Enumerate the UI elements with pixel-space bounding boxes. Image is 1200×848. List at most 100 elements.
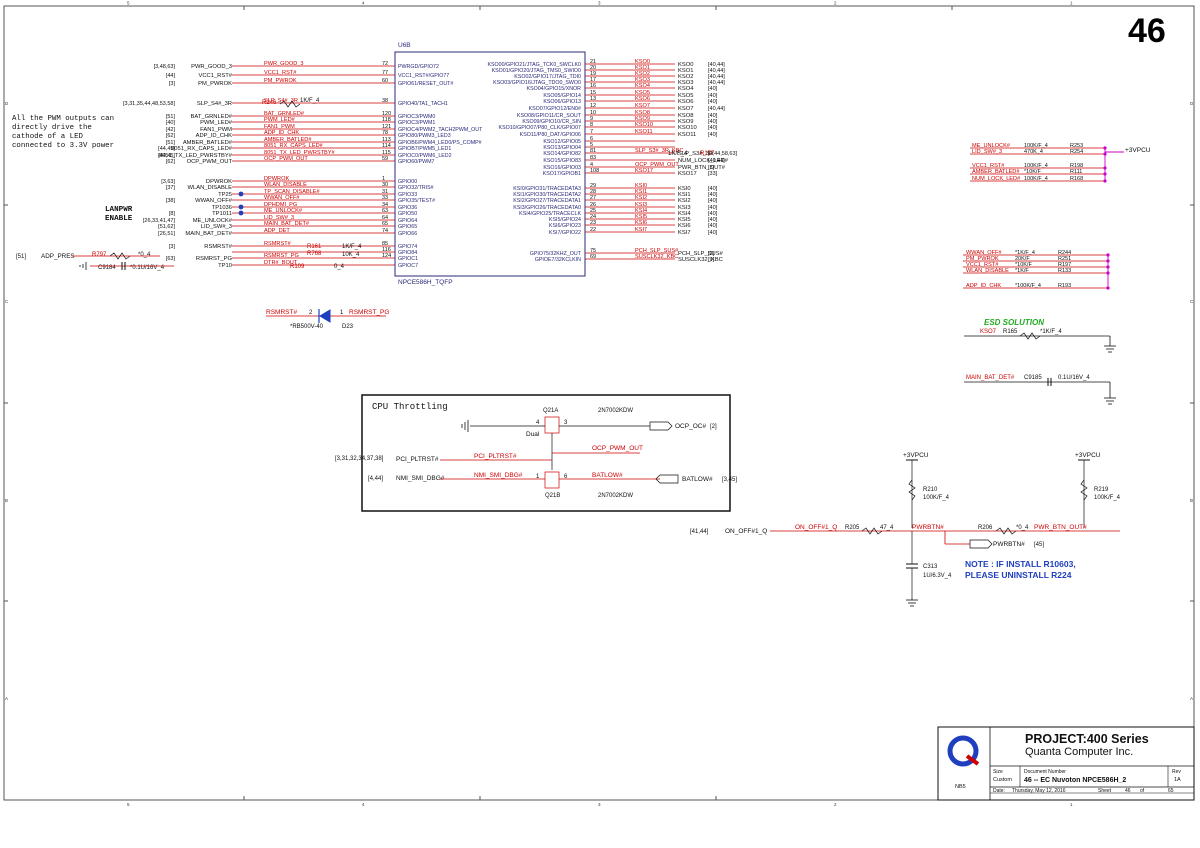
left-pin-label: RSMRST_PG (196, 256, 233, 262)
right-pin-function: KSO11/P80_DAT/GPIO06 (520, 132, 581, 138)
right-pin-function: KSI2/GPIO27/TRACEDATA1 (513, 198, 581, 204)
left-pin-label: BAT_GRNLED# (191, 114, 233, 120)
right-pin-function: GPIO75/32KHZ_OUT (530, 251, 582, 257)
r109-val: 0_4 (334, 264, 345, 270)
right-pin-number: 12 (590, 103, 596, 109)
right-pin-number: 10 (590, 110, 596, 116)
left-pin-refs: [3] (169, 244, 176, 250)
network-net: NUM_LOCK_LED# (972, 176, 1021, 182)
right-pin-refs: [40] (708, 223, 718, 229)
left-pin-refs: [51] (166, 114, 176, 120)
throttle-ocp-pwm-out: OCP_PWM_OUT (592, 445, 643, 452)
r177-ref: R177 (700, 151, 715, 157)
left-pin-function: GPIO36 (398, 205, 417, 211)
right-pin-net: KSO6 (635, 96, 650, 102)
left-pin-net: AMBER_BATLED# (264, 137, 312, 143)
d23-pin1: 1 (340, 310, 344, 316)
esd-net: KSO7 (980, 329, 997, 335)
right-pin-net: KSI1 (635, 189, 647, 195)
right-pin-net: SLP_S3#_3R_KBC (635, 148, 684, 154)
ocp-oc-label: OCP_OC# (675, 423, 706, 430)
left-pin-label: WWAN_OFF# (195, 198, 233, 204)
border-row-label-left: D (5, 101, 9, 106)
right-pin-number: 23 (590, 220, 596, 226)
network-junction (1103, 172, 1107, 176)
network2-junction (1106, 286, 1110, 290)
left-pin-function: GPIO35/TEST# (398, 198, 435, 204)
left-pin-refs: [3,48,63] (154, 64, 176, 70)
d23-net-a: RSMRST# (266, 309, 297, 316)
right-pin-number: 9 (590, 116, 593, 122)
left-pin-number: 78 (382, 130, 388, 136)
right-pin-net: KSO8 (635, 110, 650, 116)
right-pin-net: KSO2 (635, 71, 650, 77)
on-off-ref: [41,44] (690, 529, 709, 535)
left-pin-function: GPIOC1 (398, 256, 418, 262)
r768-val: 10K_4 (342, 252, 360, 258)
left-pin-net: PWR_GOOD_3 (264, 61, 303, 67)
border-col-label-bottom: 3 (598, 802, 601, 807)
r205-ref: R205 (845, 525, 860, 531)
logo-text: NB5 (955, 784, 966, 790)
r177-val: 1K/F_4 (668, 151, 688, 157)
c9184-val: *0.1U/16V_4 (130, 265, 165, 271)
left-pin-label: PWM_LED# (200, 120, 233, 126)
border-col-label-bottom: 2 (834, 802, 837, 807)
right-pin-refs: [40,44] (708, 74, 725, 80)
left-pin-number: 116 (382, 247, 391, 253)
left-pin-function: PWRGD/GPIO72 (398, 64, 439, 70)
right-pin-refs: [40] (708, 186, 718, 192)
left-pin-number: 30 (382, 182, 388, 188)
network-value: 100K/F_4 (1024, 163, 1048, 169)
border-col-label-bottom: 4 (362, 802, 365, 807)
border-col-label-bottom: 5 (127, 802, 130, 807)
border-col-label-top: 1 (1070, 1, 1073, 6)
left-pin-label: FAN1_PWM (200, 127, 232, 133)
esd-part: KSO7 R165 *1K/F_4 (964, 329, 1116, 353)
right-pin-label: PWR_BTN_OUT# (678, 165, 726, 171)
right-pin-net: KSO0 (635, 59, 650, 65)
right-pin-label: KSO9 (678, 119, 693, 125)
right-pin-label: KSO3 (678, 80, 693, 86)
right-pin-net: KSI4 (635, 208, 647, 214)
right-pin-number: 69 (590, 254, 596, 260)
esd-val: *1K/F_4 (1040, 329, 1062, 335)
right-pin-label: KSO8 (678, 113, 693, 119)
right-pin-label: KSI5 (678, 217, 691, 223)
left-pin-label: DPWROK (206, 179, 232, 185)
left-pin-refs: [26,51] (158, 231, 175, 237)
left-pin-net: ADP_ID_CHK (264, 130, 299, 136)
left-pin-number: 121 (382, 124, 391, 130)
left-pin-number: 60 (382, 78, 388, 84)
left-pin-label: PWR_GOOD_3 (191, 64, 232, 70)
left-pin-function: GPIO65 (398, 224, 417, 230)
q21b-ref: Q21B (545, 493, 560, 499)
nmi-ref: [4,44] (368, 476, 383, 482)
right-pin-function: KSO16/GPIO03 (543, 165, 581, 171)
right-pin-net: KSI2 (635, 195, 647, 201)
right-pin-refs: [40] (708, 211, 718, 217)
right-pin-number: 4 (590, 162, 593, 168)
left-pin-number: 114 (382, 143, 391, 149)
right-pin-net: SUSCLK32_KBC (635, 254, 678, 260)
right-pin-refs: [40] (708, 86, 718, 92)
border-col-label-top: 4 (362, 1, 365, 6)
batlow-ref: [3,45] (722, 477, 737, 483)
left-pin-refs: [63] (166, 256, 176, 262)
right-pin-function: KSI3/GPIO26/TRACEDATA0 (513, 205, 581, 211)
right-pin-refs: [40] (708, 93, 718, 99)
right-pin-number: 19 (590, 71, 596, 77)
lanpwr-line2: ENABLE (105, 215, 133, 223)
left-pin-label: LID_SW#_3 (201, 224, 232, 230)
network-junction (1103, 179, 1107, 183)
sheet-label: Sheet (1098, 788, 1112, 794)
left-pin-function: GPIOC4/PWM2_TACH2PWM_OUT (398, 127, 483, 133)
network-junction (1103, 166, 1107, 170)
left-pin-net: RSMRST# (264, 241, 292, 247)
chip-ref: U6B (398, 42, 411, 49)
right-pin-refs: [3] (708, 165, 715, 171)
right-pin-function: KSO00/GPIO21/JTAG_TCK0_SWCLK0 (487, 62, 581, 68)
